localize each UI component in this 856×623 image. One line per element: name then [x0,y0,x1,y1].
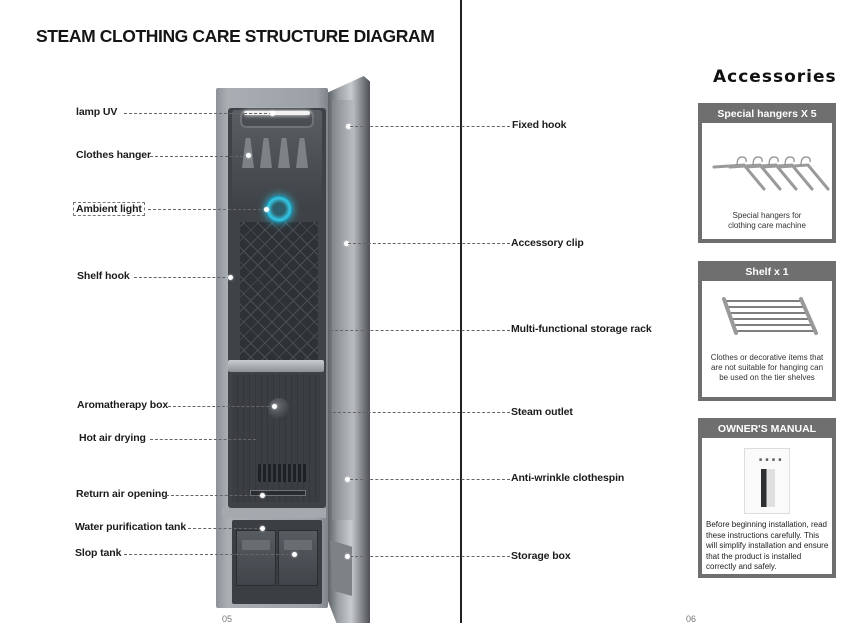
label-fixed-hook: Fixed hook [512,119,567,131]
label-return-air-opening: Return air opening [76,488,168,500]
pointer-dot [260,493,265,498]
door-glass [332,100,354,520]
steam-vent [258,464,308,482]
pointer-dot [345,477,350,482]
label-lamp-uv: lamp UV [76,106,118,118]
ambient-light-icon [265,195,293,223]
leader-line [188,528,262,529]
tank-handle [242,540,270,550]
storage-box-pocket [330,540,352,596]
aromatherapy-box-icon [268,398,290,420]
accessory-card-shelf: Shelf x 1 Clothes or decorative items th… [698,261,836,401]
leader-line [328,412,510,413]
lower-chamber [232,374,320,502]
accessory-card-manual: OWNER'S MANUAL ■ ■ ■ ■ Before beginning … [698,418,836,578]
card-caption: Special hangers for clothing care machin… [728,211,806,230]
card-title: Shelf x 1 [702,265,832,281]
leader-line [330,330,510,331]
manual-icon: ■ ■ ■ ■ [744,448,790,514]
return-air-slot [250,490,306,496]
label-shelf-hook: Shelf hook [77,270,130,282]
pointer-dot [228,275,233,280]
slop-tank [278,530,318,586]
label-ambient-light: Ambient light [73,202,145,216]
leader-line [350,556,510,557]
uv-lamp-icon [244,111,310,115]
pointer-dot [272,404,277,409]
accessories-heading: Accessories [713,67,837,87]
storage-rack-shelf [228,360,324,372]
leader-line [150,156,248,157]
label-steam-outlet: Steam outlet [511,406,573,418]
label-aromatherapy-box: Aromatherapy box [77,399,169,411]
accessory-card-hangers: Special hangers X 5 Special hangers for … [698,103,836,243]
shelf-icon [722,297,818,335]
leader-line [168,406,274,407]
quilted-back-panel [240,222,318,360]
leader-line [148,209,266,210]
base-ledge [222,508,326,518]
tank-handle [284,540,312,550]
hanger-icon [260,138,272,168]
leader-line [348,243,510,244]
card-caption: Before beginning installation, read thes… [706,520,829,571]
leader-line [166,495,262,496]
leader-line [150,439,256,440]
card-title: OWNER'S MANUAL [702,422,832,438]
label-clothes-hanger: Clothes hanger [76,149,152,161]
leader-line [124,554,294,555]
label-slop-tank: Slop tank [75,547,122,559]
pointer-dot [260,526,265,531]
hangers-icon [712,156,830,191]
label-water-purification-tank: Water purification tank [75,521,187,533]
pointer-dot [264,207,269,212]
pointer-dot [246,153,251,158]
label-multi-functional-storage-rack: Multi-functional storage rack [511,323,652,335]
page-divider [460,0,462,623]
page-number-right: 06 [686,614,697,623]
label-accessory-clip: Accessory clip [511,237,584,249]
card-caption: Clothes or decorative items that are not… [710,353,824,382]
pointer-dot [344,241,349,246]
water-tank [236,530,276,586]
hanger-icon [278,138,290,168]
card-title: Special hangers X 5 [702,107,832,123]
diagram-title: STEAM CLOTHING CARE STRUCTURE DIAGRAM [36,26,435,46]
label-storage-box: Storage box [511,550,571,562]
page-number-left: 05 [222,614,233,623]
pointer-dot [292,552,297,557]
pointer-dot [346,124,351,129]
leader-line [134,277,230,278]
label-hot-air-drying: Hot air drying [79,432,146,444]
hanger-icon [296,138,308,168]
label-anti-wrinkle-clothespin: Anti-wrinkle clothespin [511,472,625,484]
leader-line [350,479,510,480]
pointer-dot [345,554,350,559]
pointer-dot [270,111,275,116]
leader-line [350,126,510,127]
leader-line [124,113,272,114]
